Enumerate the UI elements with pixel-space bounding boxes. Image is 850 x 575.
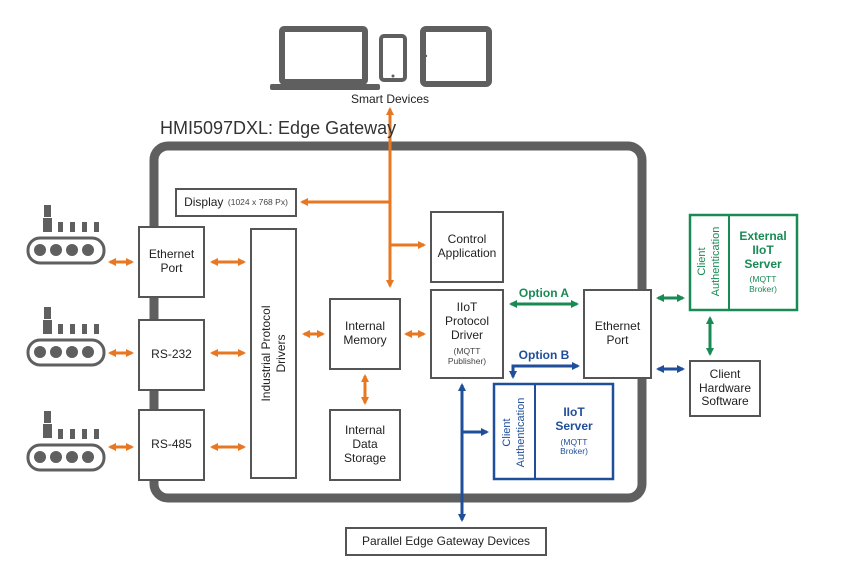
- internal-data-storage-box: [329, 409, 401, 481]
- frame-indicator: [598, 153, 622, 165]
- parallel-edge-gateway-devices-label: Parallel Edge Gateway Devices: [361, 533, 531, 548]
- display-resolution: (1024 x 768 Px): [227, 196, 288, 207]
- client-hardware-software-box: [689, 360, 761, 417]
- rs485-label: RS-485: [151, 437, 192, 452]
- smart-devices-label: Smart Devices: [350, 92, 430, 107]
- display-box: [175, 188, 297, 217]
- control-application-box: [430, 211, 504, 283]
- display-label: Display (1024 x 768 Px): [176, 189, 296, 216]
- external-iiot-server-box: [688, 213, 799, 312]
- option-b-label: Option B: [518, 348, 570, 363]
- iiot-server-box: [492, 382, 615, 481]
- rs232-box: [138, 319, 205, 391]
- green-connectors: [509, 294, 714, 356]
- parallel-edge-gateway-devices-box: [345, 527, 547, 556]
- rs232-label: RS-232: [151, 347, 192, 362]
- conveyor-icon: [26, 205, 106, 265]
- tablet-icon: [420, 26, 492, 87]
- display-text: Display: [184, 194, 224, 209]
- laptop-icon: [270, 26, 380, 90]
- page-title: HMI5097DXL: Edge Gateway: [160, 118, 397, 138]
- ethernet-port-right-box: [583, 289, 652, 379]
- blue-connectors: [458, 362, 685, 522]
- rs485-box: [138, 409, 205, 481]
- orange-connectors: [108, 107, 426, 451]
- option-a-label: Option A: [518, 286, 570, 301]
- smartphone-icon: [379, 34, 407, 82]
- ethernet-port-box: [138, 226, 205, 298]
- internal-memory-box: [329, 298, 401, 370]
- conveyor-icon: [26, 411, 106, 472]
- industrial-protocol-drivers-box: [250, 228, 297, 479]
- conveyor-icon: [26, 307, 106, 367]
- iiot-protocol-driver-box: [430, 289, 504, 379]
